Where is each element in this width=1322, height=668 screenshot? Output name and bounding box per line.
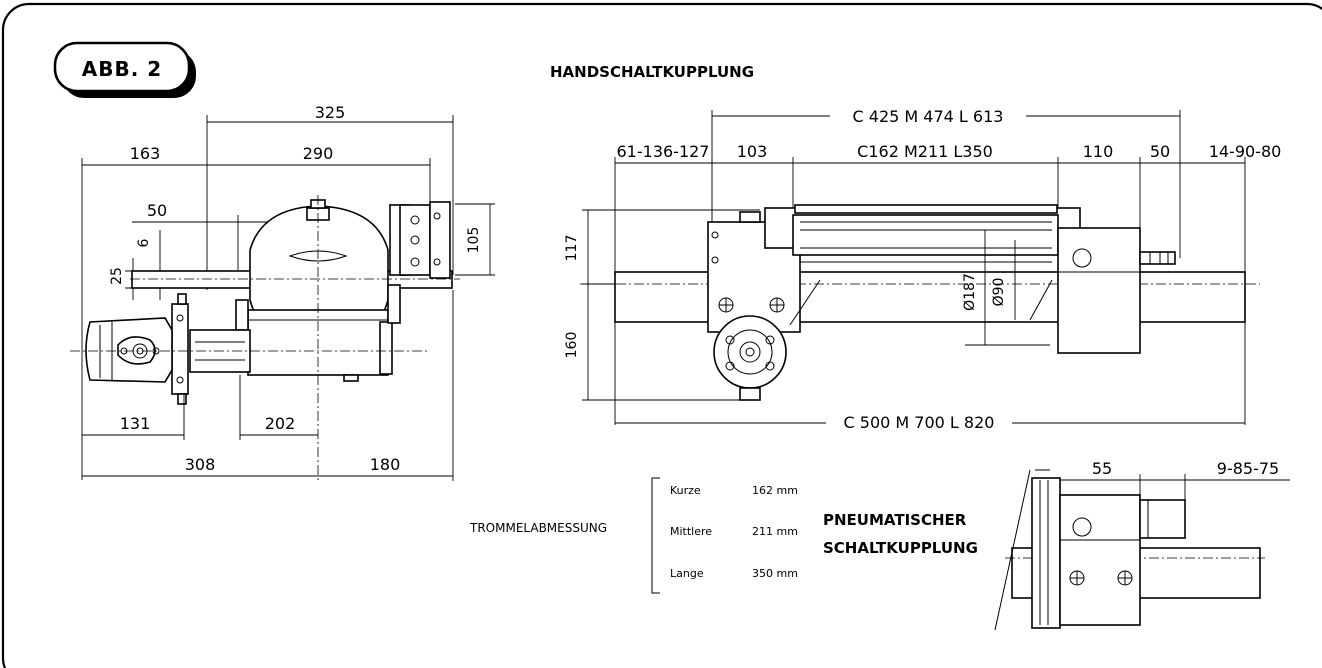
dim-290: 290 [303,144,334,163]
dim-110: 110 [1083,142,1114,161]
drum-legend-value-3: 350 mm [752,567,798,580]
dim-202: 202 [265,414,296,433]
dim-6: 6 [136,238,152,247]
dim-50-left: 50 [147,201,167,220]
drum-legend-label: TROMMELABMESSUNG [469,521,607,535]
pneumatic-clutch-title-line2: SCHALTKUPPLUNG [823,539,978,557]
side-view: C 425 M 474 L 613 61-136-127 103 C162 M2… [564,106,1281,432]
dim-top-overall: C 425 M 474 L 613 [853,107,1004,126]
motor-face [713,315,787,389]
dim-105: 105 [466,227,482,254]
dim-61-136-127: 61-136-127 [617,142,710,161]
dim-dia187: Ø187 [962,273,978,311]
dim-drum-length: C162 M211 L350 [857,142,993,161]
drum [792,214,1059,256]
dim-325: 325 [315,103,346,122]
dim-9-85-75: 9-85-75 [1217,459,1279,478]
drum-legend-name-3: Lange [670,567,704,580]
dim-25: 25 [109,267,125,285]
pneumatic-clutch-title-line1: PNEUMATISCHER [823,511,967,529]
pneumatic-cylinder [1139,499,1186,539]
dim-14-90-80: 14-90-80 [1209,142,1282,161]
pneumatic-detail-view: 55 9-85-75 [994,459,1290,631]
motor-flange [171,303,189,395]
manual-clutch-title: HANDSCHALTKUPPLUNG [550,63,754,81]
pneumatic-clutch-housing [1059,494,1141,626]
dim-dia90: Ø90 [991,278,1007,307]
drum-legend-name-2: Mittlere [670,525,712,538]
dim-160: 160 [564,332,580,359]
dim-bottom-overall: C 500 M 700 L 820 [844,413,995,432]
drum-legend-value-2: 211 mm [752,525,798,538]
drum-size-legend: TROMMELABMESSUNG Kurze 162 mm Mittlere 2… [469,477,798,594]
dim-55: 55 [1092,459,1112,478]
figure-badge: ABB. 2 [53,41,196,98]
dim-308: 308 [185,455,216,474]
dim-180: 180 [370,455,401,474]
clutch-lever [1139,251,1176,265]
drum-legend-value-1: 162 mm [752,484,798,497]
dim-163: 163 [130,144,161,163]
drum-legend-name-1: Kurze [670,484,701,497]
dim-117: 117 [564,235,580,262]
clutch-housing [1057,227,1141,354]
dim-103: 103 [737,142,768,161]
dim-50-right: 50 [1150,142,1170,161]
front-view: 325 163 290 50 6 25 105 [70,103,495,481]
figure-badge-text: ABB. 2 [82,57,162,81]
dim-131: 131 [120,414,151,433]
